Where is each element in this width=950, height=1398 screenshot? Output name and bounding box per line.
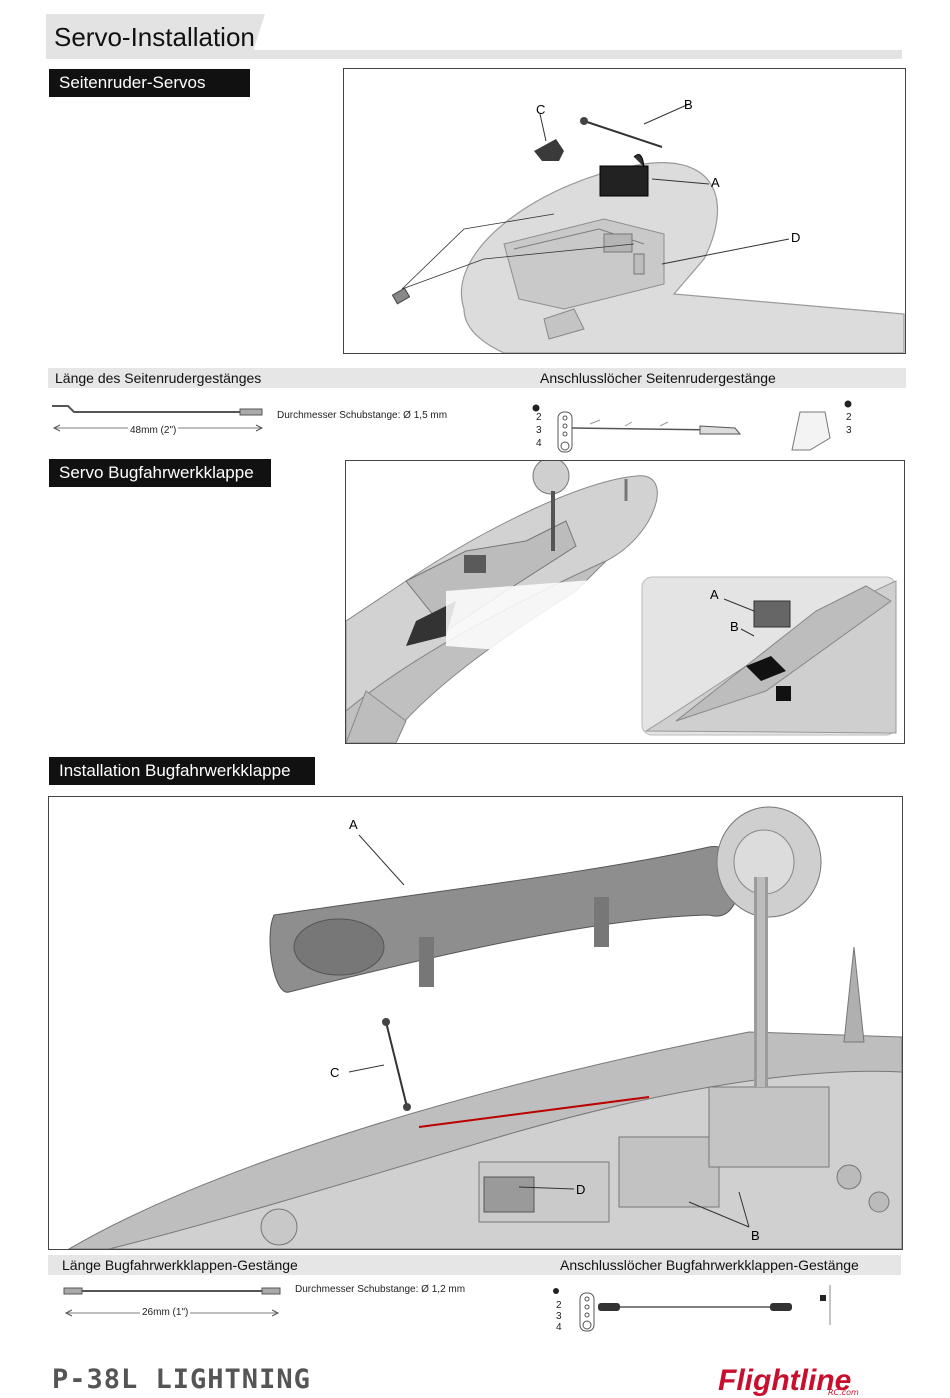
rudder-servo-figure: B C A D (343, 68, 906, 354)
gear-door-rod-diameter: Durchmesser Schubstange: Ø 1,2 mm (295, 1284, 466, 1295)
gear-door-rod-length: 26mm (1") (140, 1307, 191, 1318)
inset-callout-b: B (730, 619, 739, 634)
rudder-pushrod-drawing (50, 398, 270, 438)
gear-door-holes-label: Anschlusslöcher Bugfahrwerkklappen-Gestä… (560, 1257, 859, 1273)
gear-door-hole-2: 2 (556, 1300, 562, 1311)
footer-model-title: P-38L LIGHTNING (52, 1364, 311, 1395)
gear-door-hole-3: 3 (556, 1311, 562, 1322)
rudder-holes-label: Anschlusslöcher Seitenrudergestänge (540, 370, 776, 386)
callout-c: C (536, 102, 545, 117)
section-label-nose-gear-servo: Servo Bugfahrwerkklappe (49, 459, 271, 487)
nose-gear-door-figure: A C D B (48, 796, 903, 1250)
gear-door-linkage-bar (48, 1255, 901, 1275)
inset-callout-a: A (710, 587, 719, 602)
rudder-rod-diameter: Durchmesser Schubstange: Ø 1,5 mm (277, 410, 448, 421)
rudder-linkage-bar (48, 368, 906, 388)
rudder-horn-hole-2: 2 (846, 412, 852, 423)
rudder-hole-2: 2 (536, 412, 542, 423)
rudder-linkage-length-label: Länge des Seitenrudergestänges (55, 370, 262, 386)
flightline-logo: Flightline (718, 1364, 852, 1397)
gear-door-hole-4: 4 (556, 1322, 562, 1333)
rudder-hole-4: 4 (536, 438, 542, 449)
section-label-nose-gear-door-install: Installation Bugfahrwerkklappe (49, 757, 315, 785)
rudder-hole-3: 3 (536, 425, 542, 436)
callout-d: D (576, 1182, 585, 1197)
callout-a: A (349, 817, 358, 832)
nose-gear-servo-figure: A B (345, 460, 905, 744)
callout-c: C (330, 1065, 339, 1080)
gear-door-linkage-length-label: Länge Bugfahrwerkklappen-Gestänge (62, 1257, 298, 1273)
rudder-rod-length: 48mm (2") (128, 425, 179, 436)
flightline-logo-sub: RC.com (828, 1388, 859, 1397)
gear-door-holes-diagram (550, 1285, 835, 1335)
page-title: Servo-Installation (54, 22, 255, 52)
callout-a: A (711, 175, 720, 190)
callout-d: D (791, 230, 800, 245)
callout-b: B (751, 1228, 760, 1243)
section-label-rudder-servos: Seitenruder-Servos (49, 69, 250, 97)
callout-b: B (684, 97, 693, 112)
header-rule (46, 50, 902, 59)
rudder-holes-diagram (530, 398, 865, 456)
rudder-horn-hole-3: 3 (846, 425, 852, 436)
